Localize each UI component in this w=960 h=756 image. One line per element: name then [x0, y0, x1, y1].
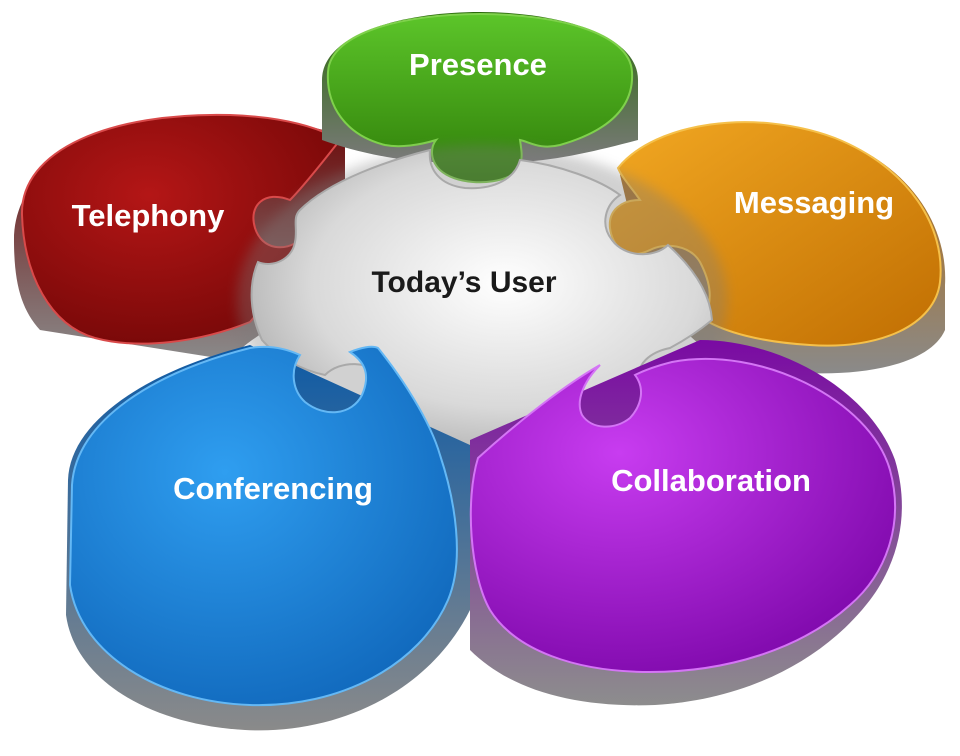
label-todays-user: Today’s User: [371, 266, 556, 299]
label-presence: Presence: [409, 47, 547, 82]
label-collaboration: Collaboration: [611, 463, 811, 498]
petal-collaboration: [469, 340, 902, 706]
petal-presence: [322, 12, 638, 184]
puzzle-piece-icon: [68, 345, 458, 707]
label-messaging: Messaging: [734, 185, 894, 220]
label-telephony: Telephony: [72, 198, 225, 233]
puzzle-piece-icon: [469, 357, 897, 674]
center-piece: [237, 145, 727, 455]
petal-conferencing: [66, 345, 470, 731]
label-conferencing: Conferencing: [173, 471, 373, 506]
puzzle-piece-icon: [326, 12, 634, 184]
